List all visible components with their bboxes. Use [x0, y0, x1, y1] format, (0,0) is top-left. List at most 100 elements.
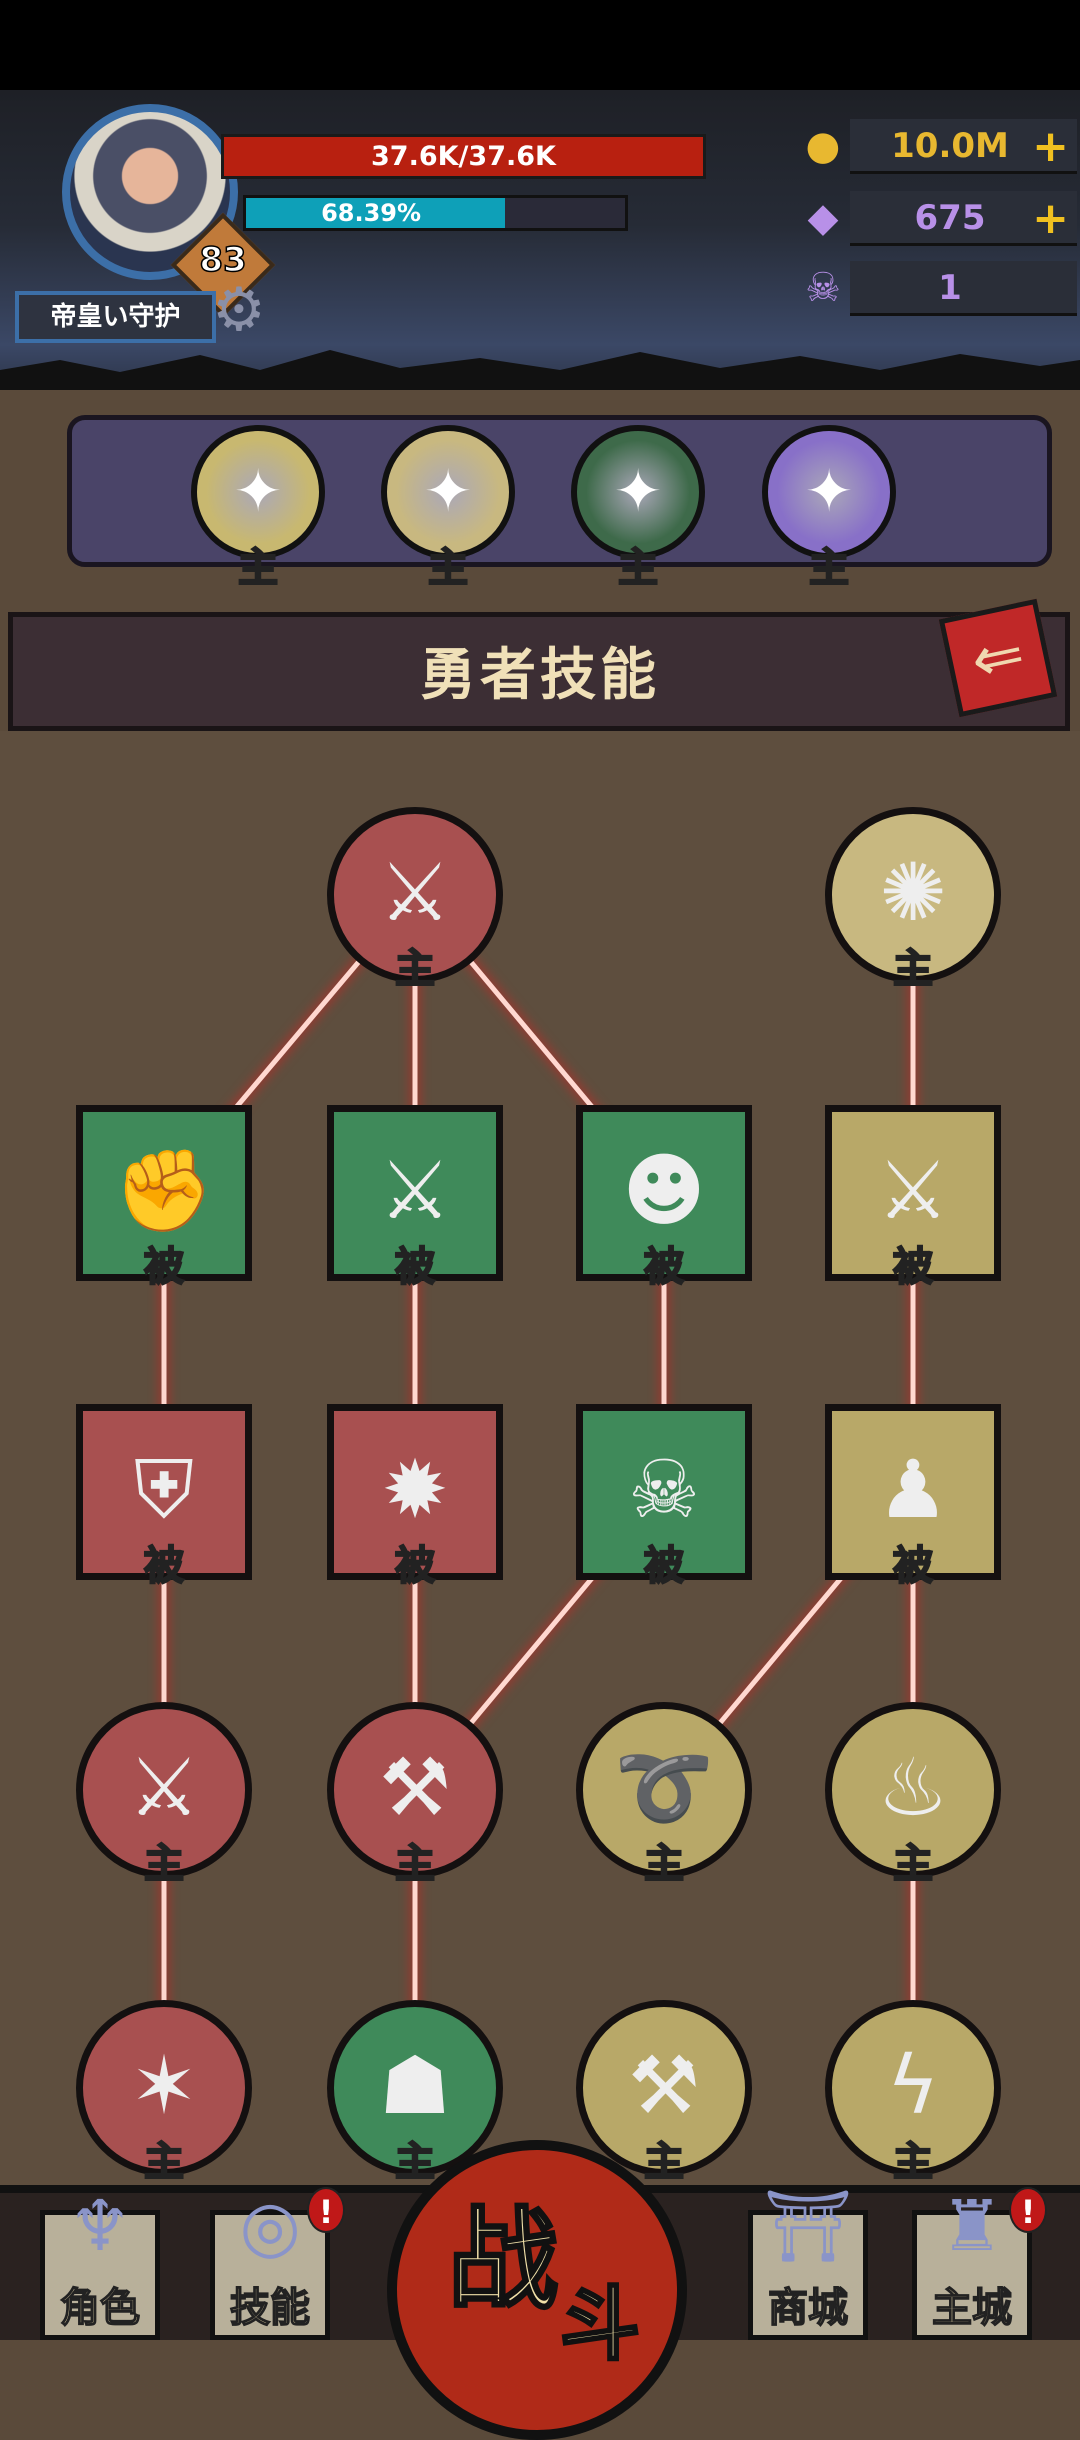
- hooded-assassin-icon: ✦: [613, 457, 663, 525]
- skill-type-label: 被: [143, 1543, 185, 1589]
- xp-text: 68.39%: [321, 199, 422, 227]
- notification-badge: !: [307, 2187, 345, 2233]
- pagoda-icon: ⛩: [763, 2185, 853, 2267]
- skill-node[interactable]: ⚔被: [825, 1105, 1001, 1288]
- helmet-icon: ♆: [68, 2185, 132, 2267]
- winged-figure-icon: ✦: [804, 457, 854, 525]
- warrior-pose-icon: ♟: [877, 1443, 949, 1536]
- skill-node[interactable]: ✹被: [327, 1404, 503, 1587]
- grass-silhouette: [0, 350, 1080, 390]
- nav-character[interactable]: ♆ 角色: [40, 2185, 160, 2340]
- swirl-icon: ◎: [239, 2185, 301, 2267]
- skill-type-label: 主: [643, 1841, 685, 1887]
- hooded-assassin-icon: ☗: [379, 2039, 451, 2132]
- currency-row: 1: [850, 261, 1077, 316]
- skill-node[interactable]: ✊被: [76, 1105, 252, 1288]
- skill-type-label: 主: [237, 544, 279, 592]
- skill-type-label: 主: [808, 544, 850, 592]
- skill-node[interactable]: ⚒主: [327, 1702, 503, 1885]
- player-avatar[interactable]: [62, 104, 238, 280]
- skill-type-label: 主: [143, 1841, 185, 1887]
- arrow-left-icon: ⇐: [964, 615, 1031, 698]
- lightning-blade-icon: ϟ: [886, 2039, 940, 2132]
- radiant-target-icon: ✺: [879, 846, 947, 939]
- add-currency-button[interactable]: +: [1032, 193, 1069, 244]
- skill-node[interactable]: ♨主: [825, 1702, 1001, 1885]
- back-button[interactable]: ⇐: [938, 598, 1058, 718]
- equipped-skill-slot[interactable]: ✦: [191, 425, 325, 559]
- skill-node[interactable]: ⚔被: [327, 1105, 503, 1288]
- skill-type-label: 被: [892, 1543, 934, 1589]
- level-text: 83: [199, 239, 248, 281]
- sword-slash-icon: ⚔: [128, 1741, 200, 1834]
- wolf-head-icon: ☠: [628, 1443, 700, 1536]
- fire-blade-icon: ♨: [877, 1741, 949, 1834]
- clawed-blade-icon: ⚔: [379, 846, 451, 939]
- skill-node[interactable]: ♟被: [825, 1404, 1001, 1587]
- skill-node[interactable]: ☠被: [576, 1404, 752, 1587]
- skill-node[interactable]: ⚔主: [76, 1702, 252, 1885]
- currency-value: 1: [938, 268, 962, 308]
- lightning-blade-icon: ✦: [233, 457, 283, 525]
- glowing-figure-icon: ☻: [622, 1144, 706, 1237]
- equipped-skill-slot[interactable]: ✦: [381, 425, 515, 559]
- skill-type-label: 被: [394, 1244, 436, 1290]
- title-bar: [8, 612, 1070, 731]
- gold-coin-icon: ●: [805, 123, 841, 169]
- nav-label: 角色: [59, 2284, 141, 2332]
- battle-label-2: 斗: [559, 2277, 642, 2373]
- whirlwind-slash-icon: ✶: [130, 2039, 198, 2132]
- nav-skills[interactable]: ◎技能!: [210, 2185, 345, 2340]
- axe-icon: ⚒: [628, 2039, 700, 2132]
- add-currency-button[interactable]: +: [1032, 121, 1069, 172]
- battle-label-1: 战: [447, 2195, 560, 2326]
- currency-row: 10.0M+: [850, 119, 1077, 174]
- status-bar: [0, 0, 1080, 90]
- skill-type-label: 主: [892, 2139, 934, 2185]
- skill-type-label: 被: [892, 1244, 934, 1290]
- skill-type-label: 被: [394, 1543, 436, 1589]
- skill-node[interactable]: ☗主: [327, 2000, 503, 2183]
- skill-node[interactable]: ⚔主: [327, 807, 503, 990]
- nav-shop[interactable]: ⛩ 商城: [748, 2185, 868, 2340]
- skill-type-label: 主: [643, 2139, 685, 2185]
- currency-row: 675 +: [850, 191, 1077, 246]
- skill-type-label: 被: [643, 1244, 685, 1290]
- equipped-skill-slot[interactable]: ✦: [762, 425, 896, 559]
- page-title: 勇者技能: [420, 643, 660, 708]
- flaming-sword-icon: ⚔: [379, 1144, 451, 1237]
- notification-badge: !: [1009, 2187, 1047, 2233]
- player-name: 帝皇い守护: [15, 291, 216, 343]
- currency-value: 675: [914, 198, 986, 238]
- skill-type-label: 被: [643, 1543, 685, 1589]
- spiked-whip-icon: ➰: [614, 1741, 714, 1834]
- equipped-skill-slot[interactable]: ✦: [571, 425, 705, 559]
- skill-type-label: 主: [143, 2139, 185, 2185]
- skill-node[interactable]: ⚒主: [576, 2000, 752, 2183]
- blade-icon: ⚔: [877, 1144, 949, 1237]
- skill-type-label: 主: [394, 946, 436, 992]
- skill-type-label: 主: [617, 544, 659, 592]
- settings-gear-icon[interactable]: ⚙: [212, 275, 266, 345]
- stone-fist-icon: ✊: [114, 1144, 214, 1237]
- skill-type-label: 主: [427, 544, 469, 592]
- nav-label: 商城: [767, 2284, 849, 2332]
- radiant-target-icon: ✦: [423, 457, 473, 525]
- nav-main-city[interactable]: ♜主城!: [912, 2185, 1047, 2340]
- sword-shield-icon: ⛨: [134, 1443, 194, 1536]
- sword-impact-icon: ✹: [381, 1443, 449, 1536]
- skill-node[interactable]: ✶主: [76, 2000, 252, 2183]
- skill-type-label: 主: [394, 2139, 436, 2185]
- ram-skull-icon: ☠: [805, 265, 841, 311]
- skill-node[interactable]: ☻被: [576, 1105, 752, 1288]
- xp-bar-fill: [246, 198, 506, 228]
- xp-bar: 68.39%: [243, 195, 628, 231]
- skill-node[interactable]: ⛨被: [76, 1404, 252, 1587]
- skill-type-label: 被: [143, 1244, 185, 1290]
- castle-icon: ♜: [940, 2185, 1004, 2267]
- purple-crystal-icon: ◆: [807, 195, 839, 241]
- skill-node[interactable]: ➰主: [576, 1702, 752, 1885]
- skill-type-label: 主: [892, 946, 934, 992]
- skill-node[interactable]: ✺主: [825, 807, 1001, 990]
